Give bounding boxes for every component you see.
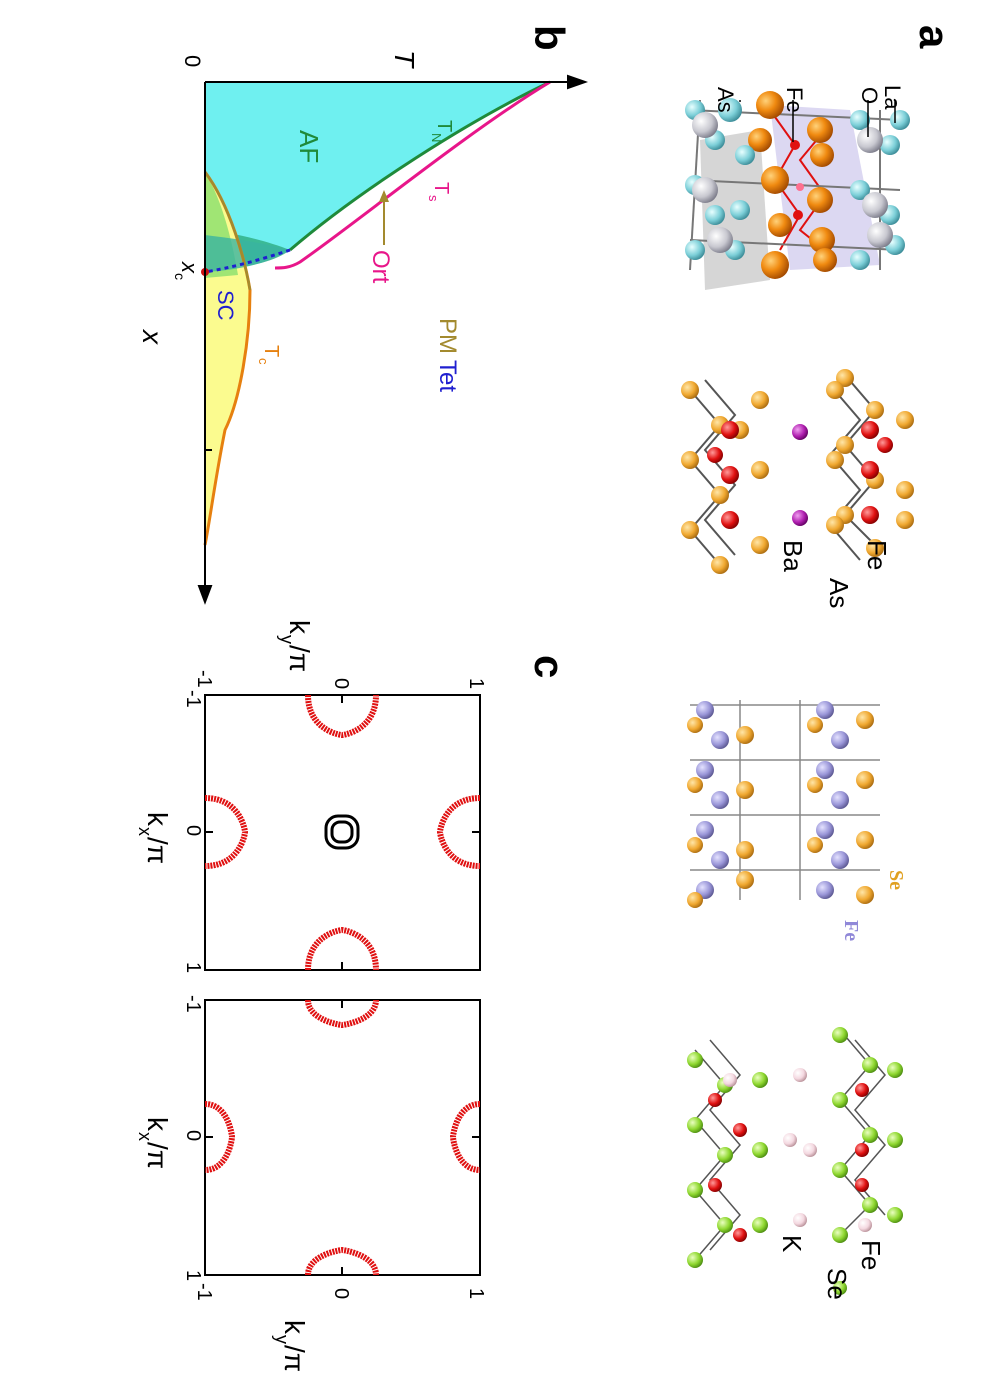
- label-tn: T N: [429, 120, 455, 142]
- label-pm: PM: [434, 318, 461, 354]
- phase-axes: [197, 74, 589, 605]
- svg-text:/π: /π: [142, 837, 173, 864]
- label-tc: T c: [256, 345, 282, 365]
- svg-text:c: c: [256, 358, 271, 365]
- label-af: AF: [294, 130, 324, 163]
- svg-text:x: x: [135, 827, 155, 836]
- svg-text:/π: /π: [279, 1345, 310, 1372]
- axis-origin: 0: [180, 55, 205, 67]
- label-ba: Ba: [778, 540, 808, 572]
- ts-dotted-line: [204, 248, 291, 274]
- svg-text:/π: /π: [284, 645, 315, 672]
- label-fe: Fe: [782, 87, 807, 113]
- electron-pockets: [204, 694, 481, 971]
- panel-label-c: c: [526, 655, 573, 678]
- label-ort: Ort: [367, 250, 394, 284]
- label-fe-4: Fe: [856, 1240, 886, 1270]
- tick-left-x-0: 0: [182, 825, 204, 836]
- crystal-fese: Se Fe: [687, 700, 907, 941]
- label-ts: T s: [426, 182, 452, 202]
- tick-left-x-1: 1: [182, 962, 204, 973]
- ylabel-right: k y /π: [272, 1320, 310, 1372]
- xc-label: x c: [172, 261, 202, 280]
- tick-right-x-neg1: -1: [182, 995, 204, 1013]
- label-as: As: [713, 87, 738, 113]
- svg-text:s: s: [426, 195, 441, 202]
- label-se: Se: [885, 870, 907, 890]
- svg-text:k: k: [142, 1117, 173, 1132]
- svg-text:T: T: [430, 182, 452, 194]
- label-as-2: As: [824, 578, 854, 608]
- svg-text:T: T: [260, 345, 282, 357]
- xlabel-right: k x /π: [135, 1117, 173, 1169]
- fermi-surface-left: 1 0 -1 -1 0 1 k y /π k x /π: [135, 620, 487, 973]
- svg-text:T: T: [433, 120, 455, 132]
- svg-text:x: x: [135, 1132, 155, 1141]
- tick-left-y-1: 1: [465, 678, 487, 689]
- panel-label-a: a: [911, 25, 958, 49]
- label-tet: Tet: [434, 360, 461, 392]
- tick-left-y-neg1: -1: [193, 670, 215, 688]
- crystal-kfe2se2: Fe Se K: [687, 1027, 903, 1300]
- svg-text:/π: /π: [142, 1142, 173, 1169]
- xlabel-left: k x /π: [135, 812, 173, 864]
- tick-right-y-0: 0: [330, 1288, 352, 1299]
- ts-line: [274, 80, 551, 270]
- label-fe-3: Fe: [840, 920, 862, 941]
- label-sc: SC: [213, 290, 238, 321]
- af-region: [205, 82, 550, 270]
- panel-c: c 1 0 -1 -1 0 1 k: [135, 620, 573, 1372]
- svg-text:y: y: [272, 1335, 292, 1344]
- svg-text:k: k: [284, 620, 315, 635]
- tick-left-x-neg1: -1: [182, 690, 204, 708]
- label-se-2: Se: [822, 1268, 852, 1300]
- panel-label-b: b: [526, 25, 573, 51]
- panel-b: b T 0 x x c AF SC: [137, 25, 589, 605]
- tick-right-x-1: 1: [182, 1270, 204, 1281]
- tick-right-y-1: 1: [465, 1288, 487, 1299]
- tick-left-y-0: 0: [330, 678, 352, 689]
- svg-text:k: k: [142, 812, 173, 827]
- svg-text:N: N: [429, 133, 444, 142]
- fermi-surface-right: -1 0 1 -1 0 1 k x /π k y /π: [135, 995, 487, 1372]
- axis-x: x: [137, 328, 168, 345]
- label-la: La: [880, 85, 905, 110]
- label-k: K: [777, 1235, 807, 1253]
- svg-text:y: y: [277, 635, 297, 644]
- panel-a: a: [681, 25, 958, 1300]
- tn-line: [289, 80, 551, 252]
- svg-text:x: x: [177, 261, 202, 274]
- label-o: O: [857, 87, 882, 104]
- svg-text:c: c: [172, 273, 188, 280]
- hole-pockets: [324, 814, 360, 850]
- electron-pockets-2: [204, 999, 481, 1276]
- crystal-lafeaso: La O Fe As: [685, 85, 910, 290]
- ylabel-left: k y /π: [277, 620, 315, 672]
- tick-right-y-neg1: -1: [193, 1283, 215, 1301]
- label-fe-2: Fe: [862, 540, 892, 570]
- axis-t: T: [389, 50, 420, 69]
- svg-text:k: k: [279, 1320, 310, 1335]
- crystal-bafe2as2: Fe As Ba: [681, 369, 914, 608]
- tick-right-x-0: 0: [182, 1130, 204, 1141]
- tc-line-2: [204, 171, 252, 291]
